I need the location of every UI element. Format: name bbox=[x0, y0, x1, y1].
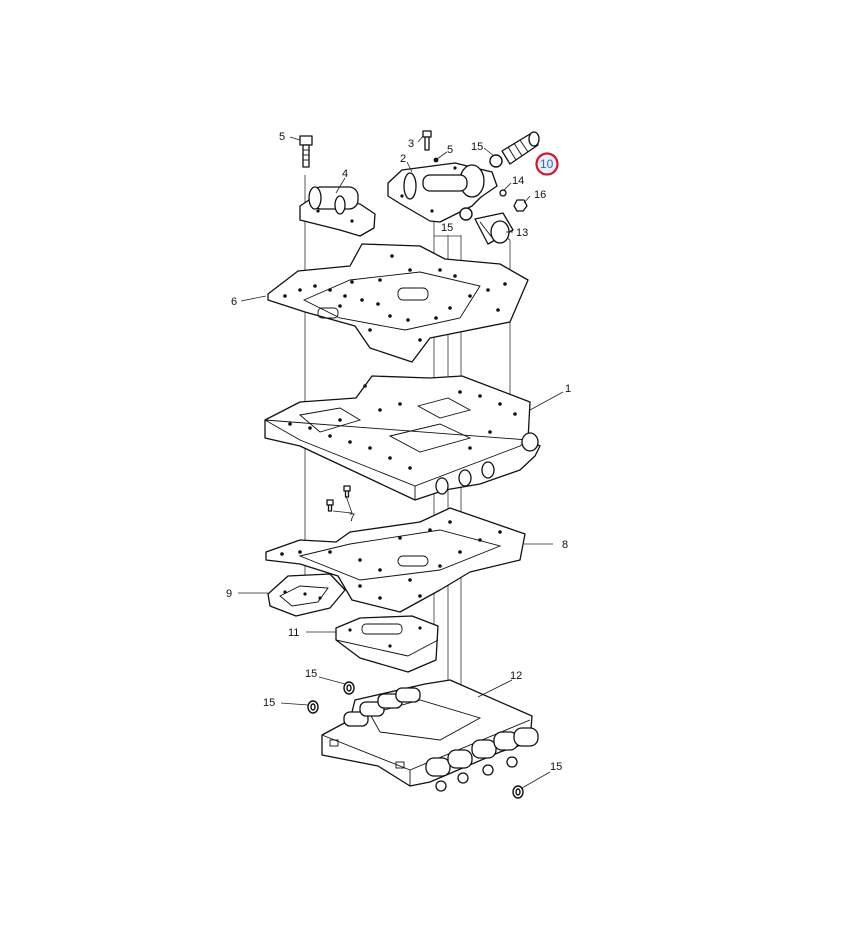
part-6-holes bbox=[283, 254, 507, 342]
part-2-upper-valve-body[interactable] bbox=[387, 157, 498, 223]
part-3-bolt[interactable] bbox=[422, 130, 432, 151]
part-13-valve-plug[interactable] bbox=[459, 207, 514, 245]
callout-4[interactable]: 4 bbox=[342, 168, 348, 180]
callout-15[interactable]: 15 bbox=[263, 697, 275, 709]
leader-lines bbox=[238, 135, 564, 789]
callout-12-highlight bbox=[535, 152, 559, 176]
callout-7[interactable]: 7 bbox=[349, 512, 355, 524]
callout-15[interactable]: 15 bbox=[550, 761, 562, 773]
callout-14[interactable]: 14 bbox=[512, 175, 524, 187]
callout-2[interactable]: 2 bbox=[400, 153, 406, 165]
callout-3[interactable]: 3 bbox=[408, 138, 414, 150]
callout-15[interactable]: 15 bbox=[305, 668, 317, 680]
part-1-holes bbox=[288, 384, 517, 470]
callout-5[interactable]: 5 bbox=[447, 144, 453, 156]
part-11-solenoids bbox=[343, 687, 539, 792]
part-5-bolt[interactable] bbox=[299, 135, 313, 168]
callout-11[interactable]: 12 bbox=[510, 670, 522, 682]
callout-5[interactable]: 5 bbox=[279, 131, 285, 143]
callout-9[interactable]: 9 bbox=[226, 588, 232, 600]
part-9-cover-plate[interactable] bbox=[267, 573, 346, 617]
callout-10[interactable]: 11 bbox=[288, 627, 299, 639]
part-15-seal-ring[interactable] bbox=[343, 681, 355, 695]
callout-13[interactable]: 13 bbox=[516, 227, 528, 239]
callout-16[interactable]: 16 bbox=[534, 189, 546, 201]
part-6-separator-plate[interactable] bbox=[267, 243, 529, 363]
part-8-separator-plate[interactable] bbox=[265, 507, 526, 613]
callout-6[interactable]: 6 bbox=[231, 296, 237, 308]
part-1-main-valve-body[interactable] bbox=[264, 375, 541, 501]
part-8-holes bbox=[280, 520, 502, 600]
callout-labels: 5 4 3 5 2 15 10 14 16 15 13 6 1 7 8 9 11… bbox=[226, 131, 571, 773]
part-12-solenoid[interactable] bbox=[489, 131, 540, 168]
callout-15[interactable]: 15 bbox=[441, 222, 453, 234]
part-10-plate[interactable] bbox=[335, 615, 439, 673]
callout-1[interactable]: 1 bbox=[565, 383, 571, 395]
part-7-bolts[interactable] bbox=[326, 485, 351, 512]
callout-12[interactable]: 10 bbox=[540, 157, 554, 171]
part-4-valve-housing[interactable] bbox=[299, 186, 376, 237]
part-15-seal-ring[interactable] bbox=[307, 700, 319, 714]
callout-15[interactable]: 15 bbox=[471, 141, 483, 153]
part-11-solenoid-block[interactable] bbox=[321, 679, 539, 792]
part-14-nut[interactable] bbox=[499, 189, 507, 197]
callout-8[interactable]: 8 bbox=[562, 539, 568, 551]
part-15-seal-ring[interactable] bbox=[512, 785, 524, 799]
